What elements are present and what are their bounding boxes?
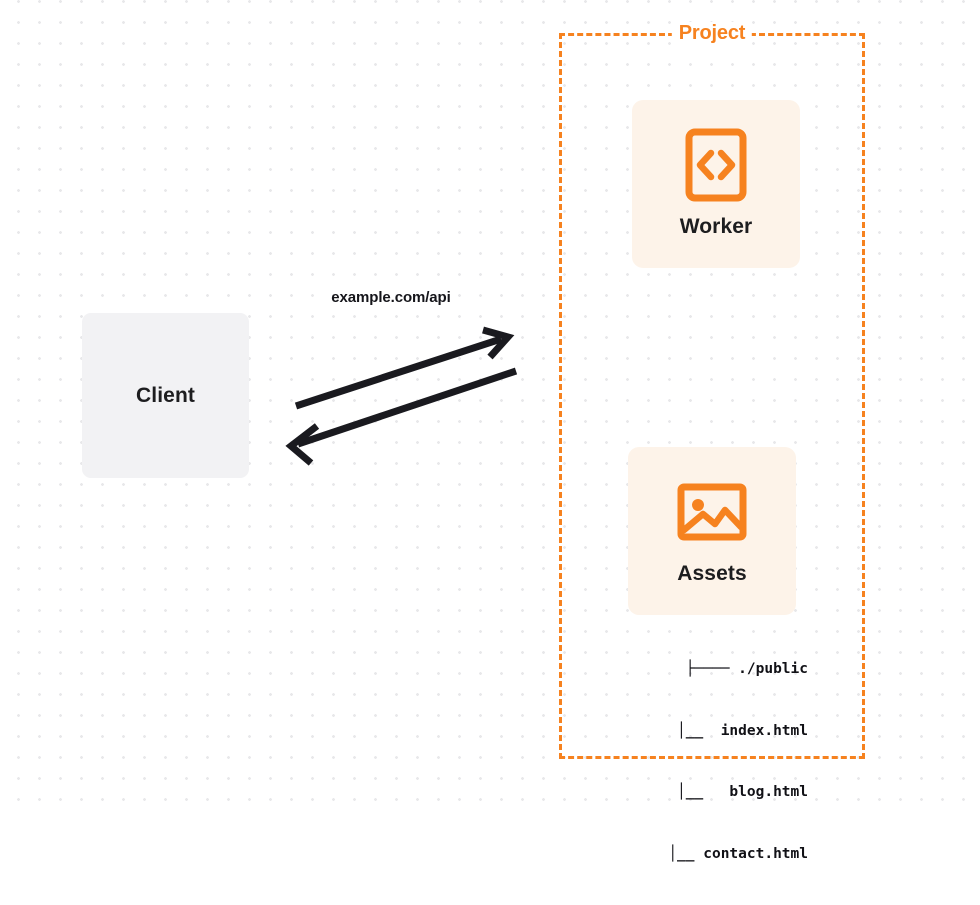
client-label: Client — [136, 383, 195, 407]
assets-label: Assets — [677, 562, 747, 585]
request-arrow — [294, 326, 515, 410]
assets-card[interactable]: Assets — [628, 447, 796, 615]
request-url-label: example.com/api — [331, 289, 451, 306]
image-icon — [677, 476, 747, 548]
code-brackets-icon — [685, 128, 747, 202]
tree-line-file: │__ contact.html — [650, 845, 808, 862]
worker-card[interactable]: Worker — [632, 100, 800, 268]
tree-line-file: │__ blog.html — [659, 784, 808, 800]
client-node[interactable]: Client — [82, 313, 249, 478]
tree-line-root: ├──── ./public — [685, 661, 808, 677]
asset-file-tree: ├──── ./public │__ index.html │__ blog.h… — [598, 618, 808, 905]
worker-label: Worker — [679, 215, 753, 238]
response-arrow — [285, 367, 518, 466]
project-boundary: Project — [559, 22, 865, 759]
project-label: Project — [671, 22, 753, 45]
diagram-canvas: Client example.com/api Project Worker — [0, 0, 980, 862]
tree-line-file: │__ index.html — [659, 722, 808, 739]
